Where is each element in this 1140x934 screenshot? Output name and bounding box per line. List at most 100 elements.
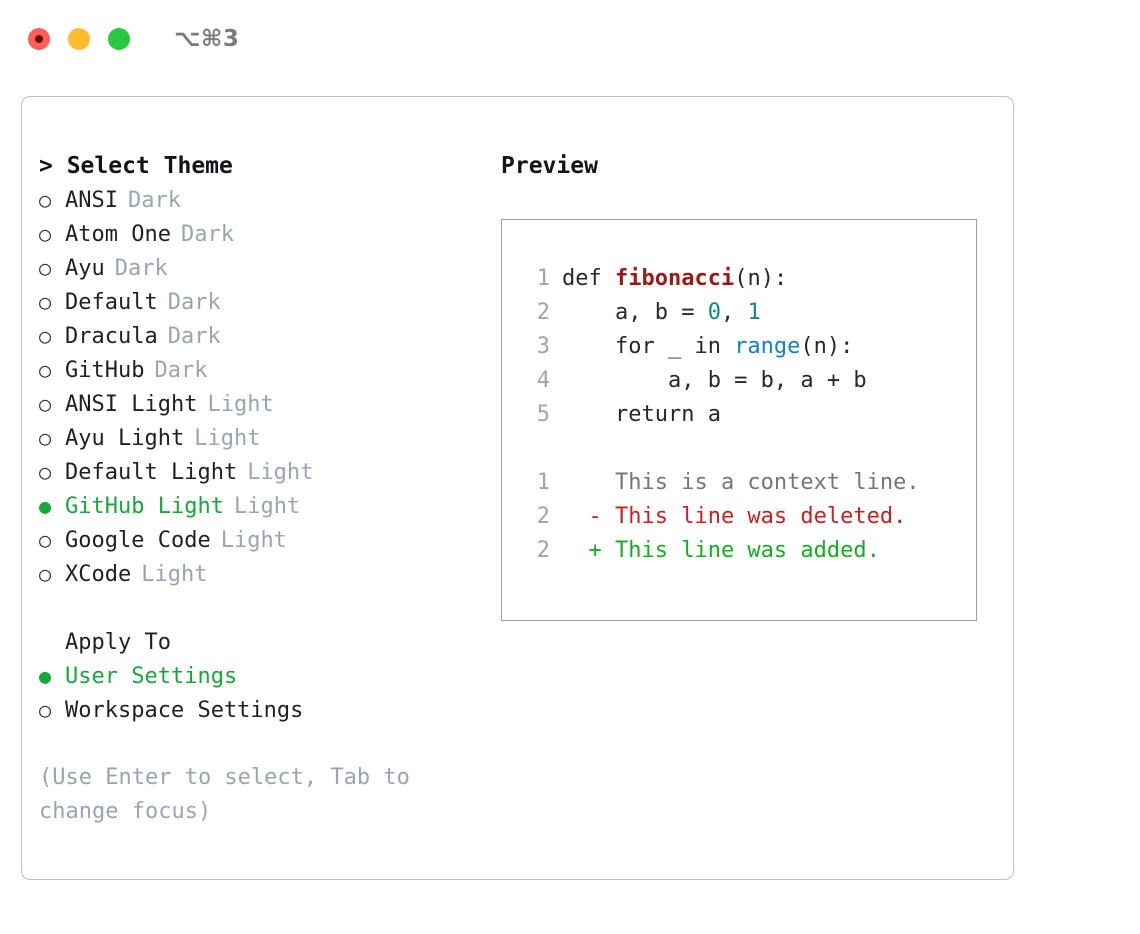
radio-selected-icon: ● <box>39 494 52 518</box>
diff-text: - This line was deleted. <box>562 504 907 529</box>
theme-name: XCode <box>65 562 132 587</box>
code-token-plain: (n): <box>800 334 854 359</box>
code-diff-spacer <box>520 432 976 466</box>
title-bar: ⌥⌘3 <box>0 0 1140 78</box>
theme-variant-tag: Light <box>141 562 208 587</box>
theme-variant-tag: Dark <box>127 188 181 213</box>
apply-to-list[interactable]: ●User Settings ○ Workspace Settings <box>39 659 489 727</box>
code-line: 1 def fibonacci(n): <box>520 262 976 296</box>
select-theme-heading: > Select Theme <box>39 153 233 179</box>
theme-option-github-light[interactable]: ● GitHub Light Light <box>39 489 489 523</box>
theme-name: Dracula <box>65 324 158 349</box>
theme-name: GitHub Light <box>65 494 224 519</box>
theme-name: Ayu Light <box>65 426 185 451</box>
theme-name: Google Code <box>65 528 211 553</box>
theme-option-ayu-light[interactable]: ○ Ayu Light Light <box>39 421 489 455</box>
apply-to-option-workspace-settings[interactable]: ○ Workspace Settings <box>39 693 489 727</box>
theme-variant-tag: Dark <box>114 256 168 281</box>
theme-option-atom-one[interactable]: ○ Atom One Dark <box>39 217 489 251</box>
section-spacer <box>39 591 489 625</box>
code-token-plain: a, b = <box>562 300 708 325</box>
theme-variant-tag: Dark <box>167 290 221 315</box>
theme-variant-tag: Dark <box>180 222 234 247</box>
code-token-plain: return a <box>562 402 721 427</box>
code-token-plain: (n): <box>734 266 788 291</box>
theme-name: Ayu <box>65 256 105 281</box>
theme-option-default[interactable]: ○ Default Dark <box>39 285 489 319</box>
radio-unselected-icon: ○ <box>39 188 52 212</box>
radio-unselected-icon: ○ <box>39 460 52 484</box>
record-dot-icon <box>35 35 43 43</box>
theme-option-ansi[interactable]: ○ ANSI Dark <box>39 183 489 217</box>
code-token-num: 1 <box>747 300 761 325</box>
diff-text: + This line was added. <box>562 538 880 563</box>
theme-option-xcode[interactable]: ○ XCode Light <box>39 557 489 591</box>
diff-line-ctx: 1 This is a context line. <box>520 466 976 500</box>
theme-variant-tag: Dark <box>154 358 208 383</box>
code-line: 2 a, b = 0, 1 <box>520 296 976 330</box>
apply-to-marker-placeholder: ○ <box>39 625 65 659</box>
diff-line-del: 2 - This line was deleted. <box>520 500 976 534</box>
code-token-plain: def <box>562 266 615 291</box>
theme-name: GitHub <box>65 358 145 383</box>
code-token-plain: , <box>720 300 748 325</box>
line-number: 1 <box>536 266 550 291</box>
diff-line-add: 2 + This line was added. <box>520 534 976 568</box>
radio-unselected-icon: ○ <box>39 256 52 280</box>
theme-name: Atom One <box>65 222 171 247</box>
theme-option-ansi-light[interactable]: ○ ANSI Light Light <box>39 387 489 421</box>
code-token-fn: fibonacci <box>614 266 735 291</box>
theme-name: Default <box>65 290 158 315</box>
maximize-button[interactable] <box>108 28 130 50</box>
keyboard-hint-text: (Use Enter to select, Tab to change focu… <box>39 765 424 824</box>
line-number: 1 <box>536 470 550 495</box>
theme-variant-tag: Light <box>220 528 287 553</box>
code-line: 3 for _ in range(n): <box>520 330 976 364</box>
radio-unselected-icon: ○ <box>39 528 52 552</box>
theme-name: ANSI Light <box>65 392 198 417</box>
radio-unselected-icon: ○ <box>39 426 52 450</box>
apply-to-option-label: Workspace Settings <box>65 698 304 723</box>
radio-unselected-icon: ○ <box>39 324 52 348</box>
line-number: 2 <box>536 504 550 529</box>
code-token-plain: for _ in <box>562 334 735 359</box>
theme-option-ayu[interactable]: ○ Ayu Dark <box>39 251 489 285</box>
theme-variant-tag: Light <box>233 494 301 519</box>
line-number: 2 <box>536 300 550 325</box>
theme-variant-tag: Light <box>207 392 274 417</box>
radio-unselected-icon: ○ <box>39 222 52 246</box>
theme-option-google-code[interactable]: ○ Google Code Light <box>39 523 489 557</box>
code-token-num: 0 <box>707 300 721 325</box>
code-line: 4 a, b = b, a + b <box>520 364 976 398</box>
theme-variant-tag: Dark <box>167 324 221 349</box>
theme-name: Default Light <box>65 460 238 485</box>
close-record-button[interactable] <box>28 28 50 50</box>
radio-unselected-icon: ○ <box>39 392 52 416</box>
radio-unselected-icon: ○ <box>39 290 52 314</box>
window-controls <box>28 28 130 50</box>
theme-name: ANSI <box>65 188 118 213</box>
radio-unselected-icon: ○ <box>39 562 52 586</box>
radio-unselected-icon: ○ <box>39 698 52 722</box>
line-number: 2 <box>536 538 550 563</box>
apply-to-label: Apply To <box>65 630 171 655</box>
diff-preview: 1 This is a context line.2 - This line w… <box>520 466 976 568</box>
code-token-plain: a, b = b, a + b <box>562 368 867 393</box>
code-token-call: range <box>734 334 801 359</box>
line-number: 5 <box>536 402 550 427</box>
apply-to-option-label: User Settings <box>65 664 238 689</box>
diff-text: This is a context line. <box>562 470 920 495</box>
apply-to-option-user-settings[interactable]: ●User Settings <box>39 659 489 693</box>
line-number: 3 <box>536 334 550 359</box>
theme-option-dracula[interactable]: ○ Dracula Dark <box>39 319 489 353</box>
theme-variant-tag: Light <box>194 426 261 451</box>
minimize-button[interactable] <box>68 28 90 50</box>
